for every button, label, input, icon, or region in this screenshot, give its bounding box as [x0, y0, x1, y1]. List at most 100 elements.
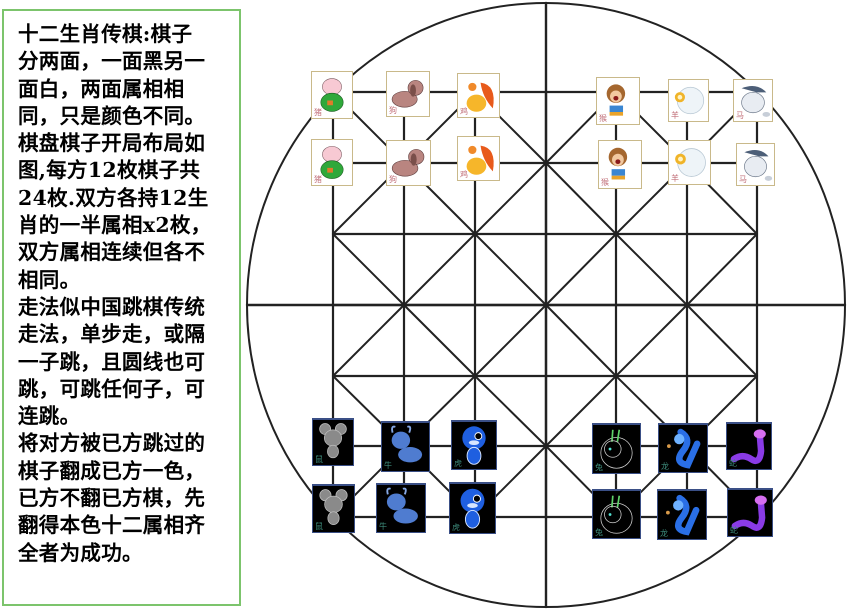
rat-icon [319, 489, 348, 526]
piece-tiger[interactable]: 虎 [449, 482, 496, 534]
board-diagonal-line [545, 162, 617, 235]
rules-line: 棋盘棋子开局布局如 [18, 131, 206, 156]
pig-icon [320, 146, 344, 179]
piece-rat[interactable]: 鼠 [312, 484, 355, 533]
piece-rat[interactable]: 鼠 [312, 418, 354, 466]
piece-label: 狗 [389, 175, 397, 184]
board-diagonal-line [474, 162, 547, 235]
piece-label: 马 [739, 175, 747, 184]
piece-sheep[interactable]: 羊 [668, 140, 711, 185]
rules-line: 棋子翻成已方一色， [18, 458, 206, 483]
pig-icon [320, 78, 344, 112]
ox-icon [386, 487, 418, 524]
rabbit-icon [600, 429, 633, 469]
rules-line: 相同。 [18, 267, 81, 292]
rules-line: 跳，可跳任何子，可 [18, 376, 206, 401]
piece-monkey[interactable]: 猴 [598, 140, 642, 189]
piece-label: 猪 [314, 175, 322, 184]
snake-icon [731, 495, 767, 531]
tiger-icon [462, 426, 486, 465]
board-diagonal-line [545, 233, 617, 306]
rules-line: 24枚.双方各持12生 [18, 185, 209, 210]
piece-rooster[interactable]: 鸡 [457, 136, 500, 181]
board-diagonal-line [615, 233, 688, 306]
piece-label: 鼠 [315, 522, 323, 531]
piece-rabbit[interactable]: 兔 [592, 489, 641, 539]
board-diagonal-line [545, 304, 617, 377]
rules-panel: 十二生肖传棋:棋子分两面，一面黑另一面白，两面属相相同，只是颜色不同。棋盘棋子开… [2, 9, 241, 606]
piece-label: 兔 [595, 463, 603, 472]
rules-line: 分两面，一面黑另一 [18, 49, 206, 74]
piece-label: 蛇 [729, 459, 737, 468]
piece-label: 猴 [599, 114, 607, 123]
piece-label: 羊 [671, 111, 679, 120]
piece-label: 虎 [454, 459, 462, 468]
rules-line: 走法似中国跳棋传统 [18, 294, 206, 319]
piece-label: 鸡 [460, 170, 468, 179]
rat-icon [319, 423, 347, 459]
piece-ox[interactable]: 牛 [381, 421, 430, 472]
piece-pig[interactable]: 猪 [311, 139, 353, 186]
piece-pig[interactable]: 猪 [311, 71, 353, 119]
rules-line: 全者为成功。 [18, 540, 143, 565]
piece-dog[interactable]: 狗 [386, 71, 430, 117]
piece-label: 鸡 [460, 107, 468, 116]
board-diagonal-line [403, 233, 476, 306]
rooster-icon [466, 145, 494, 175]
board-diagonal-line [332, 304, 405, 377]
board-diagonal-line [686, 304, 758, 377]
piece-label: 鼠 [315, 455, 323, 464]
dragon-icon [667, 428, 701, 469]
piece-label: 猴 [601, 178, 609, 187]
board-diagonal-line [403, 304, 476, 377]
piece-dragon[interactable]: 龙 [657, 489, 707, 540]
piece-ox[interactable]: 牛 [376, 483, 426, 533]
piece-label: 牛 [379, 522, 387, 531]
piece-label: 龙 [661, 462, 669, 471]
piece-snake[interactable]: 蛇 [727, 488, 773, 537]
piece-label: 马 [736, 111, 744, 120]
piece-horse[interactable]: 马 [736, 143, 775, 186]
piece-sheep[interactable]: 羊 [668, 79, 709, 122]
rules-line: 连跳。 [18, 404, 81, 429]
board-diagonal-line [332, 233, 405, 306]
rooster-icon [466, 82, 494, 112]
piece-label: 羊 [671, 174, 679, 183]
rules-line: 图,每方12枚棋子共 [18, 158, 201, 183]
horse-icon [744, 149, 773, 181]
piece-rooster[interactable]: 鸡 [457, 73, 500, 118]
rules-line: 面白，两面属相相 [18, 76, 185, 101]
piece-label: 牛 [384, 461, 392, 470]
piece-horse[interactable]: 马 [733, 79, 773, 122]
board-diagonal-line [615, 304, 688, 377]
piece-label: 猪 [314, 108, 322, 117]
piece-label: 兔 [595, 528, 603, 537]
board-diagonal-line [545, 375, 617, 447]
board-diagonal-line [474, 375, 547, 447]
piece-snake[interactable]: 蛇 [726, 422, 772, 470]
dragon-icon [666, 494, 700, 536]
piece-rabbit[interactable]: 兔 [592, 423, 641, 474]
board-diagonal-line [474, 304, 547, 377]
sheep-icon [675, 148, 706, 177]
rules-line: 双方属相连续但各不 [18, 240, 206, 265]
rabbit-icon [600, 495, 633, 534]
snake-icon [730, 429, 766, 465]
piece-tiger[interactable]: 虎 [451, 420, 497, 470]
piece-dragon[interactable]: 龙 [658, 423, 708, 473]
board-diagonal-line [474, 233, 547, 306]
sheep-icon [674, 86, 705, 115]
piece-dog[interactable]: 狗 [386, 140, 431, 186]
tiger-icon [460, 488, 485, 529]
rules-text: 十二生肖传棋:棋子分两面，一面黑另一面白，两面属相相同，只是颜色不同。棋盘棋子开… [18, 21, 232, 567]
horse-icon [741, 85, 771, 117]
rules-line: 将对方被已方跳过的 [18, 431, 206, 456]
monkey-icon [608, 147, 628, 180]
piece-label: 狗 [389, 106, 397, 115]
rules-line: 十二生肖传棋:棋子 [18, 22, 193, 46]
monkey-icon [606, 84, 626, 116]
dog-icon [391, 149, 425, 177]
piece-monkey[interactable]: 猴 [596, 77, 640, 125]
rules-line: 已方不翻已方棋，先 [18, 486, 206, 511]
dog-icon [391, 80, 424, 108]
